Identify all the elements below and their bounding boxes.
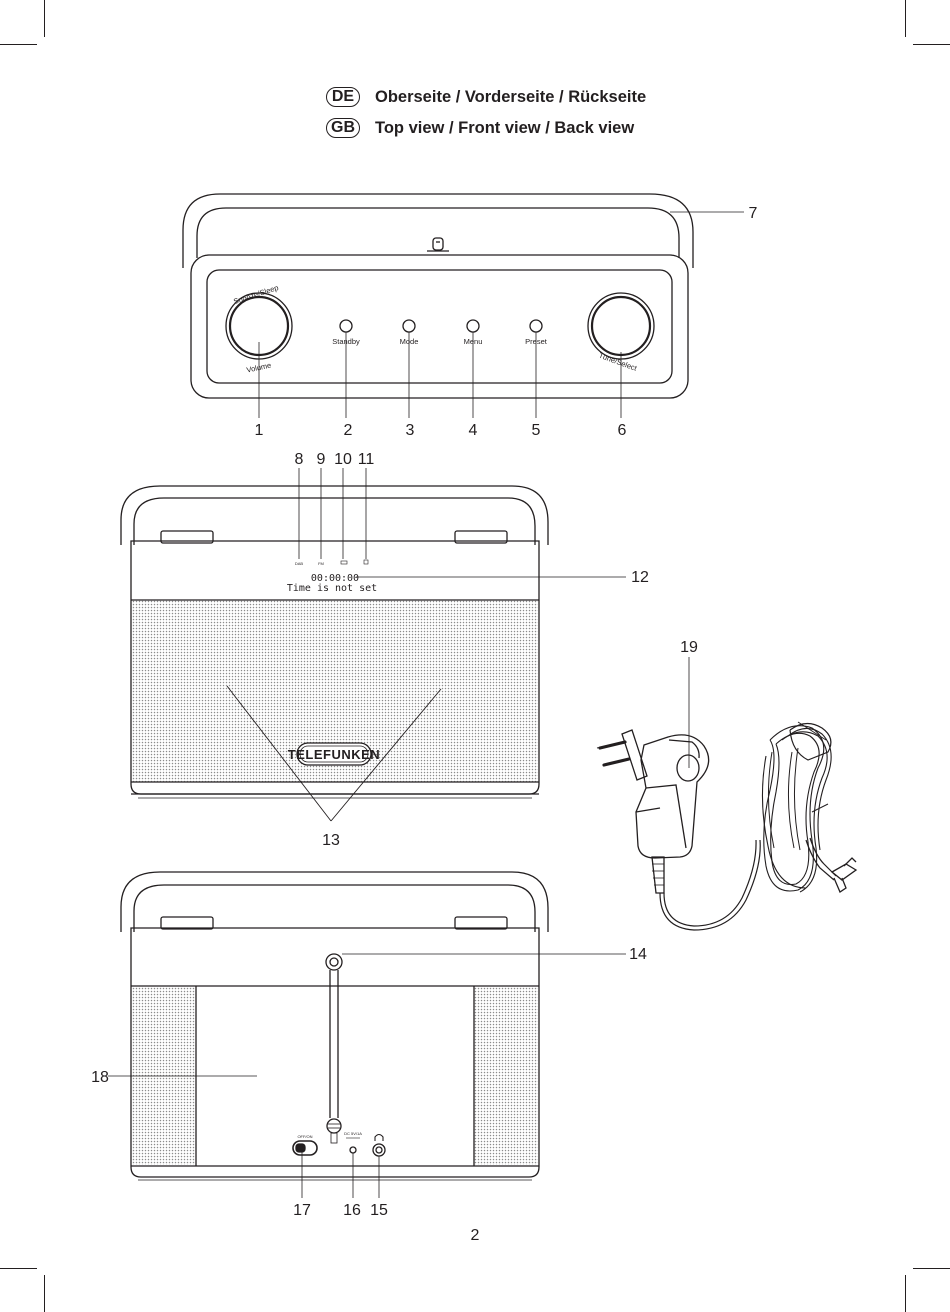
crop-mark bbox=[905, 0, 906, 37]
header-gb: GB Top view / Front view / Back view bbox=[326, 116, 634, 140]
title-gb: Top view / Front view / Back view bbox=[375, 118, 635, 137]
brand-badge bbox=[296, 742, 372, 766]
callout-1: 1 bbox=[255, 422, 264, 439]
crop-mark bbox=[44, 1275, 45, 1312]
callout-7: 7 bbox=[749, 205, 758, 222]
title-de: Oberseite / Vorderseite / Rückseite bbox=[375, 87, 647, 106]
header-de: DE Oberseite / Vorderseite / Rückseite bbox=[326, 85, 646, 109]
page-number: 2 bbox=[470, 1227, 480, 1244]
menu-button bbox=[466, 319, 480, 333]
label-off-on: OFF/ON bbox=[297, 1134, 312, 1139]
callout-6: 6 bbox=[618, 422, 627, 439]
crop-mark bbox=[44, 0, 45, 37]
callout-8: 8 bbox=[295, 451, 304, 468]
callout-12: 12 bbox=[631, 569, 649, 586]
handle bbox=[182, 193, 694, 268]
display-message: Time is not set bbox=[287, 583, 377, 594]
power-adapter bbox=[596, 657, 858, 931]
callout-19: 19 bbox=[680, 639, 698, 656]
label-standby: Standby bbox=[332, 337, 360, 346]
callout-2: 2 bbox=[344, 422, 353, 439]
label-mode: Mode bbox=[400, 337, 419, 346]
callout-14: 14 bbox=[629, 946, 647, 963]
callout-9: 9 bbox=[317, 451, 326, 468]
top-body bbox=[190, 254, 689, 399]
front-view bbox=[120, 468, 626, 822]
label-snooze-sleep: Snooze/Sleep bbox=[232, 283, 279, 306]
antenna-pivot bbox=[325, 953, 343, 971]
headphone-jack bbox=[372, 1143, 386, 1157]
headphone-icon bbox=[374, 1133, 384, 1141]
brand-logo: TELEFUNKEN bbox=[288, 747, 380, 762]
indicator-11-icon bbox=[363, 559, 369, 565]
callout-16: 16 bbox=[343, 1202, 361, 1219]
callout-4: 4 bbox=[469, 422, 478, 439]
callout-15: 15 bbox=[370, 1202, 388, 1219]
tune-knob bbox=[587, 292, 655, 360]
badge-gb: GB bbox=[326, 118, 360, 138]
mode-button bbox=[402, 319, 416, 333]
callout-10: 10 bbox=[334, 451, 352, 468]
label-dc: DC 5V/1A bbox=[344, 1131, 362, 1136]
indicator-10-icon bbox=[340, 560, 348, 565]
callout-17: 17 bbox=[293, 1202, 311, 1219]
callout-13: 13 bbox=[322, 832, 340, 849]
crop-mark bbox=[0, 1268, 37, 1269]
label-menu: Menu bbox=[464, 337, 483, 346]
indicator-fm: FM bbox=[318, 561, 324, 566]
callout-3: 3 bbox=[406, 422, 415, 439]
callout-11: 11 bbox=[358, 451, 375, 468]
indicator-dab: DAB bbox=[295, 561, 304, 566]
crop-mark bbox=[913, 44, 950, 45]
top-view bbox=[182, 193, 744, 418]
callout-18: 18 bbox=[91, 1069, 109, 1086]
top-panel bbox=[206, 269, 673, 384]
dc-jack bbox=[349, 1146, 357, 1154]
display-time: 00:00:00 bbox=[311, 573, 359, 584]
speaker-grille-right bbox=[474, 987, 538, 1165]
label-preset: Preset bbox=[525, 337, 548, 346]
crop-mark bbox=[0, 44, 37, 45]
crop-mark bbox=[913, 1268, 950, 1269]
badge-de: DE bbox=[326, 87, 360, 107]
back-view bbox=[108, 871, 626, 1198]
power-switch bbox=[292, 1140, 318, 1156]
standby-button bbox=[339, 319, 353, 333]
callout-5: 5 bbox=[532, 422, 541, 439]
preset-button bbox=[529, 319, 543, 333]
crop-mark bbox=[905, 1275, 906, 1312]
